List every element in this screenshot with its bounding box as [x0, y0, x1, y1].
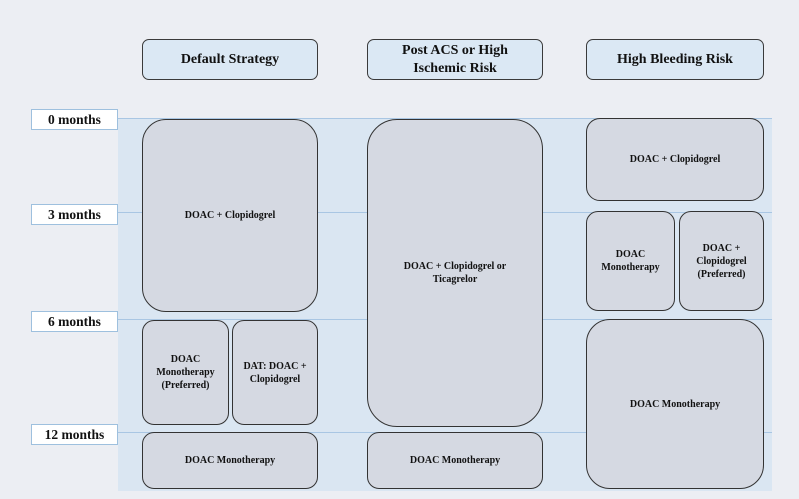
post-acs-after12-box: DOAC Monotherapy	[367, 432, 543, 489]
header-post-acs: Post ACS or High Ischemic Risk	[367, 39, 543, 80]
header-high-bleeding-risk: High Bleeding Risk	[586, 39, 764, 80]
month-label-6: 6 months	[31, 311, 118, 332]
default-option-dat-box: DAT: DOAC + Clopidogrel	[232, 320, 318, 425]
default-option-monotherapy-box: DOAC Monotherapy (Preferred)	[142, 320, 229, 425]
header-default-strategy: Default Strategy	[142, 39, 318, 80]
month-label-12: 12 months	[31, 424, 118, 445]
guide-line-0	[118, 118, 772, 119]
month-label-3: 3 months	[31, 204, 118, 225]
bleeding-phase1-box: DOAC + Clopidogrel	[586, 118, 764, 201]
bleeding-phase3-box: DOAC Monotherapy	[586, 319, 764, 489]
post-acs-phase1-box: DOAC + Clopidogrel or Ticagrelor	[367, 119, 543, 427]
default-phase1-box: DOAC + Clopidogrel	[142, 119, 318, 312]
bleeding-option-monotherapy-box: DOAC Monotherapy	[586, 211, 675, 311]
bleeding-option-clopidogrel-box: DOAC + Clopidogrel (Preferred)	[679, 211, 764, 311]
month-label-0: 0 months	[31, 109, 118, 130]
default-after12-box: DOAC Monotherapy	[142, 432, 318, 489]
